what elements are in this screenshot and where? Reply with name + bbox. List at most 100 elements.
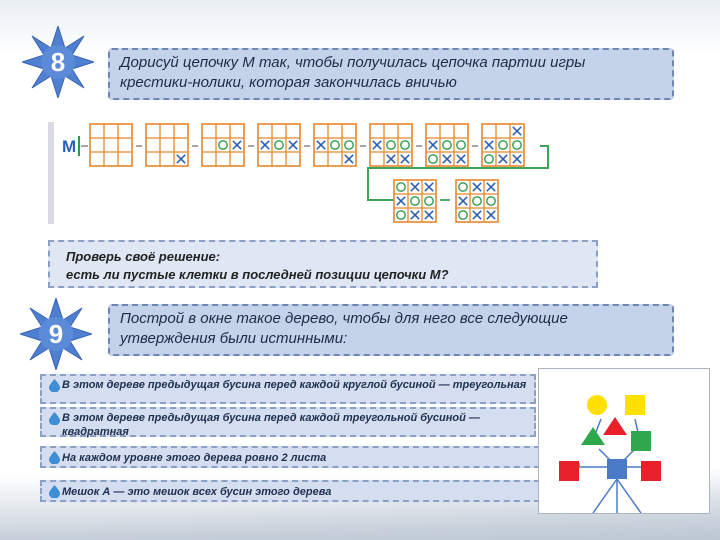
statement-2: В этом дереве предыдущая бусина перед ка… xyxy=(40,407,536,438)
chain-m-panel: М xyxy=(48,116,560,236)
chain-top-row xyxy=(89,123,525,167)
panel-edge-shadow xyxy=(48,122,54,224)
statement-3: На каждом уровне этого дерева ровно 2 ли… xyxy=(40,446,540,468)
chain-connector-arrow xyxy=(367,145,549,201)
bead-tree-diagram xyxy=(559,395,661,514)
cross-mark xyxy=(424,210,434,220)
nought-mark xyxy=(472,196,482,206)
cross-mark xyxy=(472,210,482,220)
game-position-board xyxy=(313,123,357,167)
water-drop-icon xyxy=(49,485,60,498)
nought-mark xyxy=(458,210,468,220)
task-number: 9 xyxy=(48,318,64,349)
nought-mark xyxy=(458,182,468,192)
cross-mark xyxy=(232,140,242,150)
tree-branch xyxy=(592,478,618,514)
nought-mark xyxy=(456,140,466,150)
self-check-title: Проверь своё решение: xyxy=(66,249,221,264)
cross-mark xyxy=(512,154,522,164)
nought-mark xyxy=(442,140,452,150)
task-8-instruction: Дорисуй цепочку М так, чтобы получилась … xyxy=(108,48,674,100)
game-position-board xyxy=(369,123,413,167)
bead-triangle-red xyxy=(603,417,627,435)
task-9-instruction: Построй в окне такое дерево, чтобы для н… xyxy=(108,304,674,356)
bead-square-green xyxy=(631,431,651,451)
nought-mark xyxy=(484,154,494,164)
cross-mark xyxy=(288,140,298,150)
task-number: 8 xyxy=(50,46,66,77)
game-position-board xyxy=(455,179,499,223)
game-position-board xyxy=(257,123,301,167)
nought-mark xyxy=(274,140,284,150)
cross-mark xyxy=(410,210,420,220)
task-number-star-9: 9 xyxy=(18,296,94,372)
cross-mark xyxy=(424,182,434,192)
cross-mark xyxy=(458,196,468,206)
tree-window[interactable] xyxy=(538,368,710,514)
game-position-board xyxy=(481,123,525,167)
cross-mark xyxy=(498,154,508,164)
statement-text: В этом дереве предыдущая бусина перед ка… xyxy=(62,412,480,438)
task-8-line-2: крестики-нолики, которая закончилась вни… xyxy=(120,74,457,91)
cross-mark xyxy=(428,140,438,150)
game-position-board xyxy=(89,123,133,167)
bead-circle-yellow xyxy=(587,395,607,415)
cross-mark xyxy=(410,182,420,192)
nought-mark xyxy=(410,196,420,206)
nought-mark xyxy=(424,196,434,206)
game-position-board xyxy=(201,123,245,167)
cross-mark xyxy=(260,140,270,150)
cross-mark xyxy=(372,140,382,150)
star-badge-icon xyxy=(18,296,94,372)
nought-mark xyxy=(400,140,410,150)
nought-mark xyxy=(428,154,438,164)
nought-mark xyxy=(486,196,496,206)
cross-mark xyxy=(400,154,410,164)
bead-square-yellow xyxy=(625,395,645,415)
cross-mark xyxy=(176,154,186,164)
chain-label: М xyxy=(62,137,76,156)
cross-mark xyxy=(484,140,494,150)
self-check-box: Проверь своё решение: есть ли пустые кле… xyxy=(48,240,598,288)
cross-mark xyxy=(456,154,466,164)
cross-mark xyxy=(386,154,396,164)
nought-mark xyxy=(218,140,228,150)
nought-mark xyxy=(396,182,406,192)
task-8-line-1: Дорисуй цепочку М так, чтобы получилась … xyxy=(120,54,586,71)
nought-mark xyxy=(396,210,406,220)
statement-4: Мешок А — это мешок всех бусин этого дер… xyxy=(40,480,540,502)
game-position-board xyxy=(393,179,437,223)
statement-1: В этом дереве предыдущая бусина перед ка… xyxy=(40,374,536,404)
statement-text: В этом дереве предыдущая бусина перед ка… xyxy=(62,379,527,391)
bead-triangle-green xyxy=(581,427,605,445)
water-drop-icon xyxy=(49,379,60,392)
task-number-star-8: 8 xyxy=(20,24,96,100)
chain-bottom-row xyxy=(393,179,499,223)
cross-mark xyxy=(486,182,496,192)
water-drop-icon xyxy=(49,451,60,464)
cross-mark xyxy=(316,140,326,150)
self-check-question: есть ли пустые клетки в последней позици… xyxy=(66,267,449,282)
nought-mark xyxy=(498,140,508,150)
cross-mark xyxy=(512,126,522,136)
cross-mark xyxy=(344,154,354,164)
cross-mark xyxy=(486,210,496,220)
nought-mark xyxy=(512,140,522,150)
cross-mark xyxy=(472,182,482,192)
tree-branch xyxy=(616,478,642,514)
bead-square-red xyxy=(559,461,579,481)
nought-mark xyxy=(344,140,354,150)
nought-mark xyxy=(330,140,340,150)
chain-m-diagram: М xyxy=(48,122,549,224)
board-frame xyxy=(89,123,133,167)
bead-square-red xyxy=(641,461,661,481)
cross-mark xyxy=(442,154,452,164)
statement-text: На каждом уровне этого дерева ровно 2 ли… xyxy=(62,452,327,464)
game-position-board xyxy=(145,123,189,167)
task-9-line-2: утверждения были истинными: xyxy=(120,330,348,347)
water-drop-icon xyxy=(49,412,60,425)
game-position-board xyxy=(425,123,469,167)
bead-square-blue xyxy=(607,459,627,479)
task-9-line-1: Построй в окне такое дерево, чтобы для н… xyxy=(120,310,568,327)
statement-text: Мешок А — это мешок всех бусин этого дер… xyxy=(62,486,332,498)
